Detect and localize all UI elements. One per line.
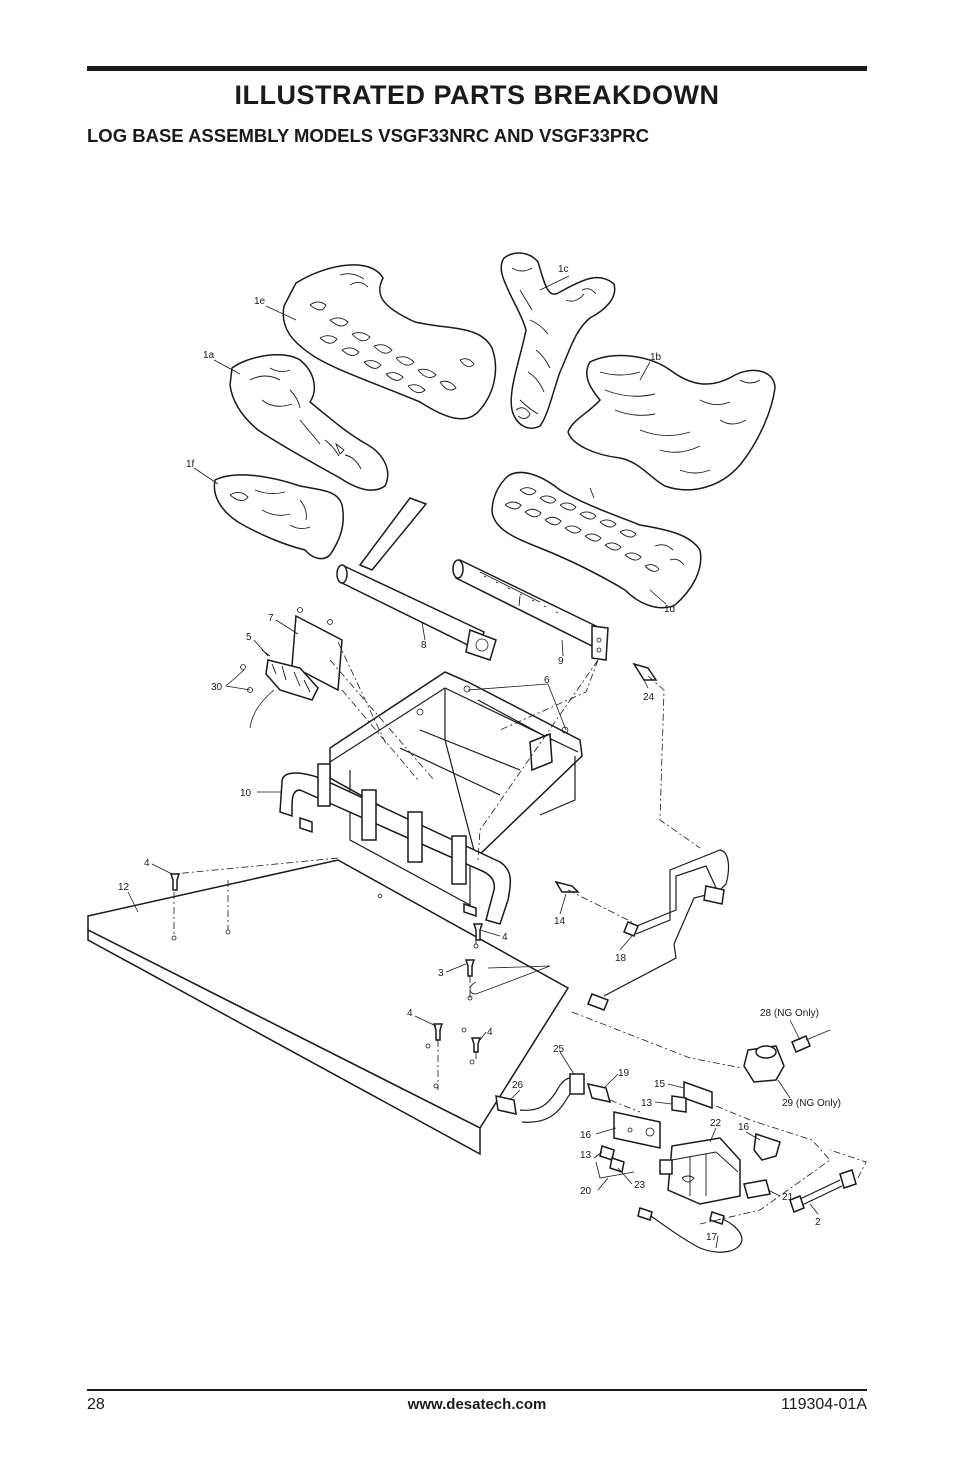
bracket-15: [671, 1080, 713, 1113]
log-1c: [500, 252, 616, 429]
pilot-bracket-7: [291, 607, 343, 692]
pilot-assembly-5: [240, 649, 319, 729]
callout-30: 30: [211, 682, 223, 693]
screw-4-low-right: [470, 1037, 482, 1053]
callout-1f: 1f: [186, 459, 195, 470]
callout-15: 15: [654, 1079, 666, 1090]
page-title: ILLUSTRATED PARTS BREAKDOWN: [234, 80, 720, 110]
base-plate-12: [87, 859, 570, 1156]
section-subtitle: LOG BASE ASSEMBLY MODELS VSGF33NRC AND V…: [87, 125, 649, 146]
flex-line-25: [519, 1073, 585, 1123]
fitting-23: [609, 1157, 625, 1173]
callout-24: 24: [643, 692, 655, 703]
callout-25: 25: [553, 1044, 565, 1055]
callout-21: 21: [782, 1192, 794, 1203]
burner-10: [279, 763, 512, 925]
burner-tube-8: [336, 497, 497, 661]
callout-1c: 1c: [558, 264, 569, 275]
callout-10: 10: [240, 788, 252, 799]
page-number: 28: [87, 1396, 105, 1413]
callout-labels: 1c 1e 1a 1b 1f 1d 7 5 30 8 9 6 24 10 4 1…: [118, 264, 841, 1243]
callout-18: 18: [615, 953, 627, 964]
fitting-19: [586, 1082, 612, 1104]
fitting-21: [743, 1179, 771, 1199]
screw-4-mid: [472, 923, 484, 941]
callout-1d: 1d: [664, 604, 675, 615]
callout-26: 26: [512, 1080, 524, 1091]
callout-4-low-left: 4: [407, 1008, 413, 1019]
callout-17: 17: [706, 1232, 718, 1243]
screw-3: [464, 959, 476, 977]
callout-12: 12: [118, 882, 130, 893]
callout-19: 19: [618, 1068, 630, 1079]
bottom-rule: [87, 1389, 867, 1391]
callout-6: 6: [544, 675, 550, 686]
callout-5: 5: [246, 632, 252, 643]
callout-1e: 1e: [254, 296, 266, 307]
website-link[interactable]: www.desatech.com: [407, 1396, 547, 1413]
fitting-14: [554, 880, 580, 893]
callout-4-mid: 4: [502, 932, 508, 943]
screw-4-low-left: [432, 1023, 444, 1041]
assembly-lines: [173, 641, 867, 1225]
burner-tube-9: [452, 558, 609, 661]
callout-16-left: 16: [580, 1130, 592, 1141]
log-1b: [567, 354, 776, 491]
leader-lines: [127, 275, 819, 1249]
fitting-24: [632, 662, 658, 681]
callout-1a: 1a: [203, 350, 215, 361]
callout-14: 14: [554, 916, 566, 927]
document-number: 119304-01A: [781, 1396, 867, 1413]
callout-16-right: 16: [738, 1122, 750, 1133]
callout-7: 7: [268, 613, 274, 624]
callout-1b: 1b: [650, 352, 662, 363]
log-1a: [229, 353, 389, 491]
callout-22: 22: [710, 1118, 722, 1129]
regulator-28: [743, 1029, 831, 1083]
screw-4-left: [169, 873, 181, 891]
callout-20: 20: [580, 1186, 592, 1197]
log-1f: [213, 474, 344, 560]
callout-23: 23: [634, 1180, 646, 1191]
log-1e: [282, 264, 497, 420]
callout-4-low-right: 4: [487, 1027, 493, 1038]
callout-28: 28 (NG Only): [760, 1008, 819, 1019]
gas-valve-22: [659, 1137, 741, 1205]
callout-9: 9: [558, 656, 564, 667]
callout-8: 8: [421, 640, 427, 651]
callout-29: 29 (NG Only): [782, 1098, 841, 1109]
callout-3: 3: [438, 968, 444, 979]
bracket-16-right: [753, 1132, 781, 1161]
top-rule: [87, 66, 867, 71]
log-1d: [491, 471, 702, 609]
callout-13-top: 13: [641, 1098, 653, 1109]
tube-18: [587, 849, 730, 1011]
callout-2: 2: [815, 1217, 821, 1228]
fitting-26: [495, 1095, 517, 1115]
wire-17: [637, 1207, 743, 1253]
bracket-16-left: [613, 1111, 661, 1149]
callout-4-left: 4: [144, 858, 150, 869]
flex-line-2: [789, 1169, 857, 1213]
callout-13-bottom: 13: [580, 1150, 592, 1161]
